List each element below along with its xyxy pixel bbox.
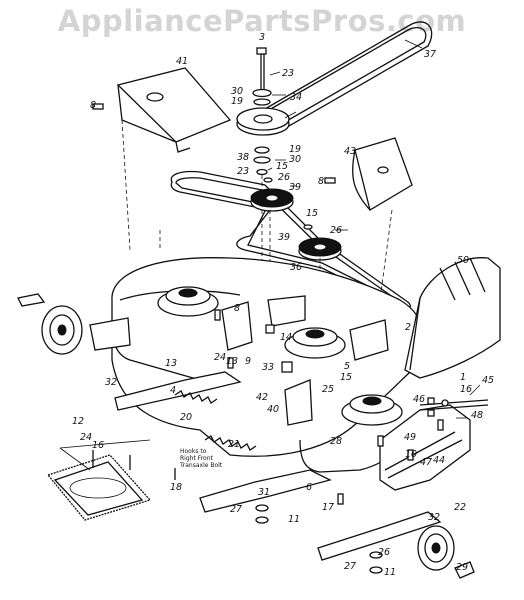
gauge-wheel-left bbox=[17, 293, 83, 355]
washer-23 bbox=[256, 168, 268, 176]
callout-17: 17 bbox=[322, 502, 334, 513]
callout-30b: 30 bbox=[289, 154, 301, 165]
callout-8b: 8 bbox=[318, 176, 324, 187]
callout-18: 18 bbox=[170, 482, 182, 493]
callout-42: 42 bbox=[256, 392, 268, 403]
blade-right-32 bbox=[317, 511, 442, 561]
callouts: 3 37 23 30 19 34 41 8 19 30 38 43 23 15 … bbox=[72, 32, 494, 578]
callout-6: 6 bbox=[306, 482, 312, 493]
callout-25: 25 bbox=[322, 384, 334, 395]
callout-1: 1 bbox=[460, 372, 466, 383]
gauge-wheel-right bbox=[417, 525, 475, 579]
callout-45: 45 bbox=[482, 375, 494, 386]
leader-lines bbox=[59, 39, 481, 471]
callout-39a: 39 bbox=[289, 182, 301, 193]
spindle-right bbox=[341, 394, 403, 426]
callout-43: 43 bbox=[344, 146, 356, 157]
callout-5: 5 bbox=[344, 361, 350, 372]
blade-left-32 bbox=[114, 371, 242, 411]
idler-bracket bbox=[221, 295, 389, 426]
belt-cover-41 bbox=[116, 67, 232, 153]
callout-36: 36 bbox=[290, 262, 302, 273]
callout-9: 9 bbox=[245, 356, 251, 367]
callout-12: 12 bbox=[72, 416, 84, 427]
spacer-38 bbox=[253, 146, 271, 164]
callout-44: 44 bbox=[433, 455, 445, 466]
callout-3: 3 bbox=[259, 32, 265, 43]
callout-11a: 11 bbox=[288, 514, 300, 525]
spring-20 bbox=[174, 390, 218, 404]
wheel-bracket-left bbox=[89, 317, 131, 351]
nut-19 bbox=[253, 98, 271, 106]
deck-bumper bbox=[379, 404, 471, 491]
callout-31: 31 bbox=[258, 487, 270, 498]
callout-13b: 13 bbox=[165, 358, 177, 369]
callout-39b: 39 bbox=[278, 232, 290, 243]
callout-15b: 15 bbox=[306, 208, 318, 219]
nut-15-top bbox=[263, 177, 273, 183]
belt-cover-43 bbox=[352, 137, 413, 212]
callout-26b: 26 bbox=[330, 225, 342, 236]
bolt-3 bbox=[256, 47, 267, 92]
discharge-chute-50 bbox=[404, 257, 501, 379]
callout-48: 48 bbox=[471, 410, 483, 421]
callout-32a: 32 bbox=[105, 377, 117, 388]
callout-19a: 19 bbox=[231, 96, 243, 107]
callout-16b: 16 bbox=[92, 440, 104, 451]
callout-26a: 26 bbox=[278, 172, 290, 183]
callout-23b: 23 bbox=[237, 166, 249, 177]
callout-33: 33 bbox=[262, 362, 274, 373]
fasteners bbox=[92, 103, 444, 574]
callout-4: 4 bbox=[170, 385, 176, 396]
spindle-left bbox=[157, 286, 219, 317]
callout-47: 47 bbox=[420, 457, 432, 468]
callout-8a: 8 bbox=[90, 100, 96, 111]
callout-41: 41 bbox=[176, 56, 188, 67]
pulley-39-lower bbox=[298, 237, 342, 261]
callout-24a: 24 bbox=[214, 352, 226, 363]
spindle-center bbox=[284, 327, 346, 359]
pulley-39-upper bbox=[250, 188, 294, 212]
callout-38: 38 bbox=[237, 152, 249, 163]
callout-15c: 15 bbox=[340, 372, 352, 383]
callout-29: 29 bbox=[456, 562, 468, 573]
blade-center bbox=[199, 469, 332, 513]
callout-10: 10 bbox=[405, 449, 417, 460]
upper-drive-belt bbox=[254, 21, 433, 131]
callout-50: 50 bbox=[457, 255, 469, 266]
callout-27b: 27 bbox=[344, 561, 356, 572]
inset-bracket bbox=[46, 450, 152, 521]
callout-40: 40 bbox=[267, 404, 279, 415]
callout-15a: 15 bbox=[276, 161, 288, 172]
callout-19b: 19 bbox=[289, 144, 301, 155]
callout-14: 14 bbox=[280, 332, 292, 343]
callout-13a: 13 bbox=[226, 356, 238, 367]
callout-26c: 26 bbox=[378, 547, 390, 558]
callout-2: 2 bbox=[405, 322, 411, 333]
callout-30a: 30 bbox=[231, 86, 243, 97]
callout-32b: 32 bbox=[428, 512, 440, 523]
callout-49: 49 bbox=[404, 432, 416, 443]
callout-22: 22 bbox=[454, 502, 466, 513]
idler-pulley-34 bbox=[236, 107, 290, 136]
callout-28: 28 bbox=[330, 436, 342, 447]
callout-23a: 23 bbox=[282, 68, 294, 79]
callout-16a: 16 bbox=[460, 384, 472, 395]
callout-37: 37 bbox=[424, 49, 436, 60]
callout-11b: 11 bbox=[384, 567, 396, 578]
callout-24b: 24 bbox=[80, 432, 92, 443]
callout-34: 34 bbox=[290, 92, 302, 103]
callout-20: 20 bbox=[180, 412, 192, 423]
nut-15 bbox=[303, 224, 313, 230]
callout-8c: 8 bbox=[234, 303, 240, 314]
washer-30 bbox=[252, 88, 272, 98]
spring-21 bbox=[174, 435, 257, 480]
callout-46: 46 bbox=[413, 394, 425, 405]
callout-27a: 27 bbox=[230, 504, 242, 515]
callout-21: 21 bbox=[228, 439, 240, 450]
